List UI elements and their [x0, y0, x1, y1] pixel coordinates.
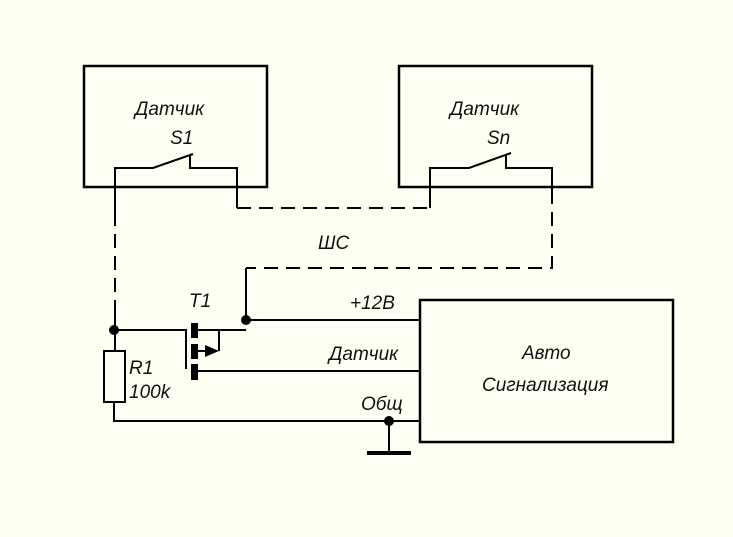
- car-alarm-line1: Авто: [521, 343, 571, 364]
- node-junction-power: [241, 315, 251, 325]
- power-wire-label: +12В: [350, 293, 395, 314]
- sensor-sn-switch-right: [505, 155, 553, 190]
- sensor-s1-label: S1: [170, 128, 193, 149]
- sensor-s1-switch-left: [114, 153, 194, 215]
- sensor-s1-block: Датчик S1: [82, 64, 269, 215]
- loop-label: ШС: [318, 233, 349, 254]
- sensor-s1-switch-right: [189, 155, 238, 208]
- transistor-channel-source: [191, 364, 198, 380]
- sensor-sn-title: Датчик: [448, 99, 520, 120]
- car-alarm-line2: Сигнализация: [482, 375, 609, 396]
- resistor-r1: [103, 350, 126, 403]
- transistor-t1: T1: [114, 291, 420, 380]
- sensor-s1-frame: [82, 64, 269, 189]
- transistor-channel-substrate: [191, 344, 198, 359]
- sensor-s1-title: Датчик: [133, 99, 205, 120]
- transistor-channel-drain: [191, 323, 198, 338]
- resistor-value: 100k: [129, 382, 172, 403]
- car-alarm-frame: [418, 298, 675, 444]
- ground-wire-left: [113, 402, 390, 422]
- transistor-gate: [114, 329, 187, 369]
- sensor-sn-frame: [397, 64, 594, 189]
- transistor-label: T1: [189, 291, 211, 312]
- car-alarm-block: Авто Сигнализация: [418, 298, 675, 444]
- ground-wire-label: Общ: [361, 394, 403, 415]
- sensor-sn-label: Sn: [487, 128, 510, 149]
- loop-wire-right: [246, 190, 553, 269]
- resistor-name: R1: [129, 358, 153, 379]
- sensor-wire-label: Датчик: [327, 344, 399, 365]
- transistor-arrow-icon: [205, 345, 219, 357]
- sensor-sn-switch-left: [429, 152, 512, 208]
- sensor-sn-block: Датчик Sn: [397, 64, 594, 208]
